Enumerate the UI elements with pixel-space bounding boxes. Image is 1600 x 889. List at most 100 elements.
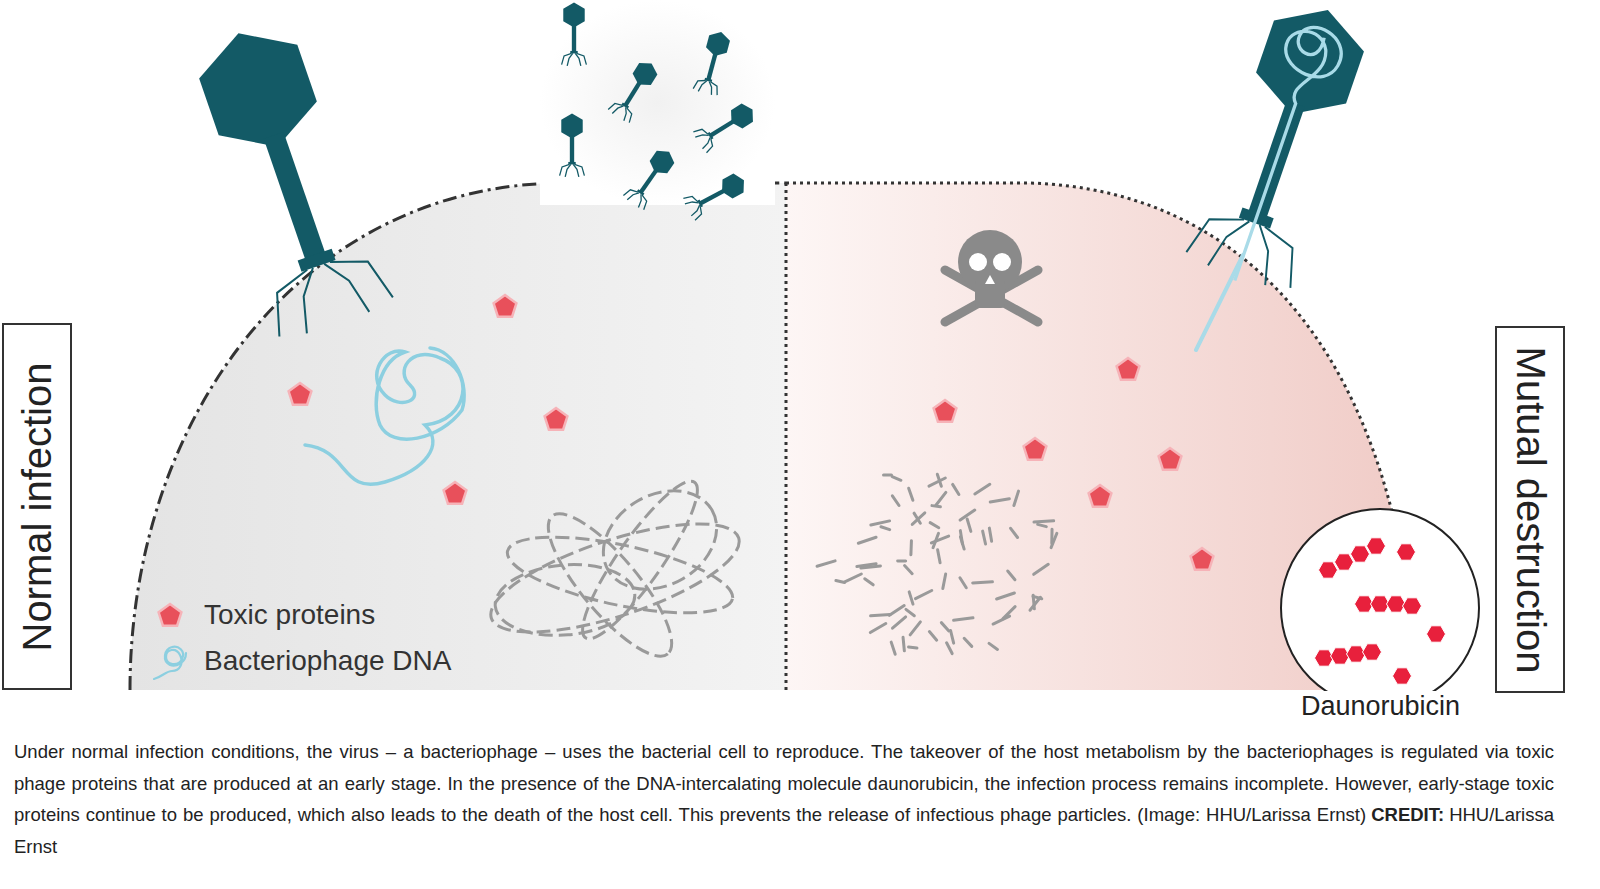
toxic-protein: [1024, 438, 1047, 460]
illustration-part: [993, 616, 1010, 624]
illustration-part: [969, 253, 987, 271]
phage: [562, 3, 587, 66]
molecule-ring: [1347, 646, 1366, 662]
molecule-ring: [1393, 668, 1412, 684]
illustration-part: [892, 496, 899, 506]
illustration-part: [836, 580, 845, 582]
toxic-protein: [934, 400, 957, 422]
illustration-part: [891, 642, 895, 654]
molecule-ring: [1397, 544, 1416, 560]
illustration-part: [881, 527, 890, 530]
phage: [182, 14, 395, 342]
toxic-protein: [1191, 548, 1214, 570]
illustration-part: [1008, 571, 1015, 580]
illustration-part: [573, 164, 579, 176]
illustration-part: [287, 268, 332, 334]
illustration-part: [964, 638, 972, 646]
illustration-part: [262, 270, 325, 337]
illustration-part: [905, 566, 913, 574]
molecule-ring: [1315, 650, 1334, 666]
label-holder: Daunorubicin: [1278, 691, 1483, 722]
illustration-part: [699, 189, 725, 206]
toxic-protein: [444, 482, 467, 504]
illustration-part: [933, 533, 938, 547]
illustration-part: [858, 537, 876, 543]
legend-swatch: [152, 641, 192, 681]
phage-release-cloud: [540, 0, 775, 205]
illustration-part: [695, 131, 708, 142]
illustration-part: [629, 58, 660, 90]
credit-tag: CREDIT:: [1371, 804, 1444, 825]
illustration-part: [909, 592, 913, 604]
phage: [693, 29, 733, 97]
legend-row: Toxic proteins: [152, 592, 451, 638]
illustration-part: [693, 126, 708, 140]
illustration-part: [586, 471, 735, 609]
panel-label-box: Normal infection: [2, 323, 72, 690]
illustration-part: [1186, 205, 1244, 266]
illustration-part: [936, 492, 946, 505]
illustration-part: [989, 528, 991, 541]
legend-row: Bacteriophage DNA: [152, 638, 451, 684]
illustration-part: [945, 270, 1038, 322]
illustration-part: [623, 81, 641, 106]
illustration-part: [910, 622, 920, 635]
illustration-part: [898, 559, 906, 562]
panel-label: Mutual destruction: [1508, 346, 1553, 673]
molecule-ring: [1367, 538, 1386, 554]
fragmented-chromosome: [817, 474, 1057, 654]
molecule-ring: [1319, 562, 1338, 578]
toxic-protein: [1159, 448, 1182, 470]
illustration-part: [929, 478, 945, 486]
illustration-part: [1034, 564, 1049, 574]
illustration-part: [565, 164, 571, 176]
illustration-part: [324, 255, 369, 321]
illustration-part: [909, 488, 913, 500]
illustration-part: [560, 164, 570, 175]
illustration-part: [646, 146, 678, 179]
panel-label: Normal infection: [15, 362, 60, 651]
illustration-part: [576, 53, 586, 64]
illustration-part: [1247, 0, 1373, 129]
illustration-part: [1014, 491, 1019, 505]
illustration-part: [717, 171, 749, 202]
illustration-part: [906, 609, 914, 615]
molecule-ring: [1427, 626, 1446, 642]
illustration-part: [870, 623, 885, 632]
released-phages: [560, 3, 759, 221]
illustration-part: [619, 107, 630, 120]
illustration-part: [871, 614, 891, 615]
divider-line: [785, 183, 788, 690]
caption-text: Under normal infection conditions, the v…: [14, 741, 1554, 825]
illustration-part: [561, 114, 582, 139]
illustration-part: [621, 108, 635, 123]
illustration-part: [575, 53, 581, 65]
toxic-protein: [494, 295, 517, 317]
illustration-part: [1034, 521, 1054, 522]
phage: [682, 169, 749, 221]
illustration-part: [570, 136, 574, 163]
illustration-part: [1208, 213, 1249, 273]
illustration-part: [953, 484, 959, 494]
bacterial-chromosome: [480, 470, 751, 672]
toxic-proteins: [289, 295, 1214, 570]
illustration-part: [861, 566, 881, 568]
molecule-label: Daunorubicin: [1297, 691, 1464, 721]
caption: Under normal infection conditions, the v…: [14, 736, 1554, 862]
phage: [560, 114, 585, 177]
illustration-part: [930, 523, 939, 528]
illustration-part: [612, 103, 623, 116]
toxic-protein: [545, 408, 568, 430]
illustration-part: [492, 559, 638, 641]
molecule-ring: [1403, 598, 1422, 614]
illustration-part: [983, 531, 986, 544]
illustration-part: [189, 16, 326, 163]
illustration-part: [636, 195, 651, 210]
inset-circle: [1281, 509, 1479, 707]
illustration-part: [941, 623, 949, 631]
cell-body: [130, 183, 1418, 690]
illustration-part: [698, 79, 707, 92]
illustration-part: [683, 193, 698, 207]
illustration-part: [689, 205, 703, 216]
cell-left-fill: [130, 183, 786, 690]
